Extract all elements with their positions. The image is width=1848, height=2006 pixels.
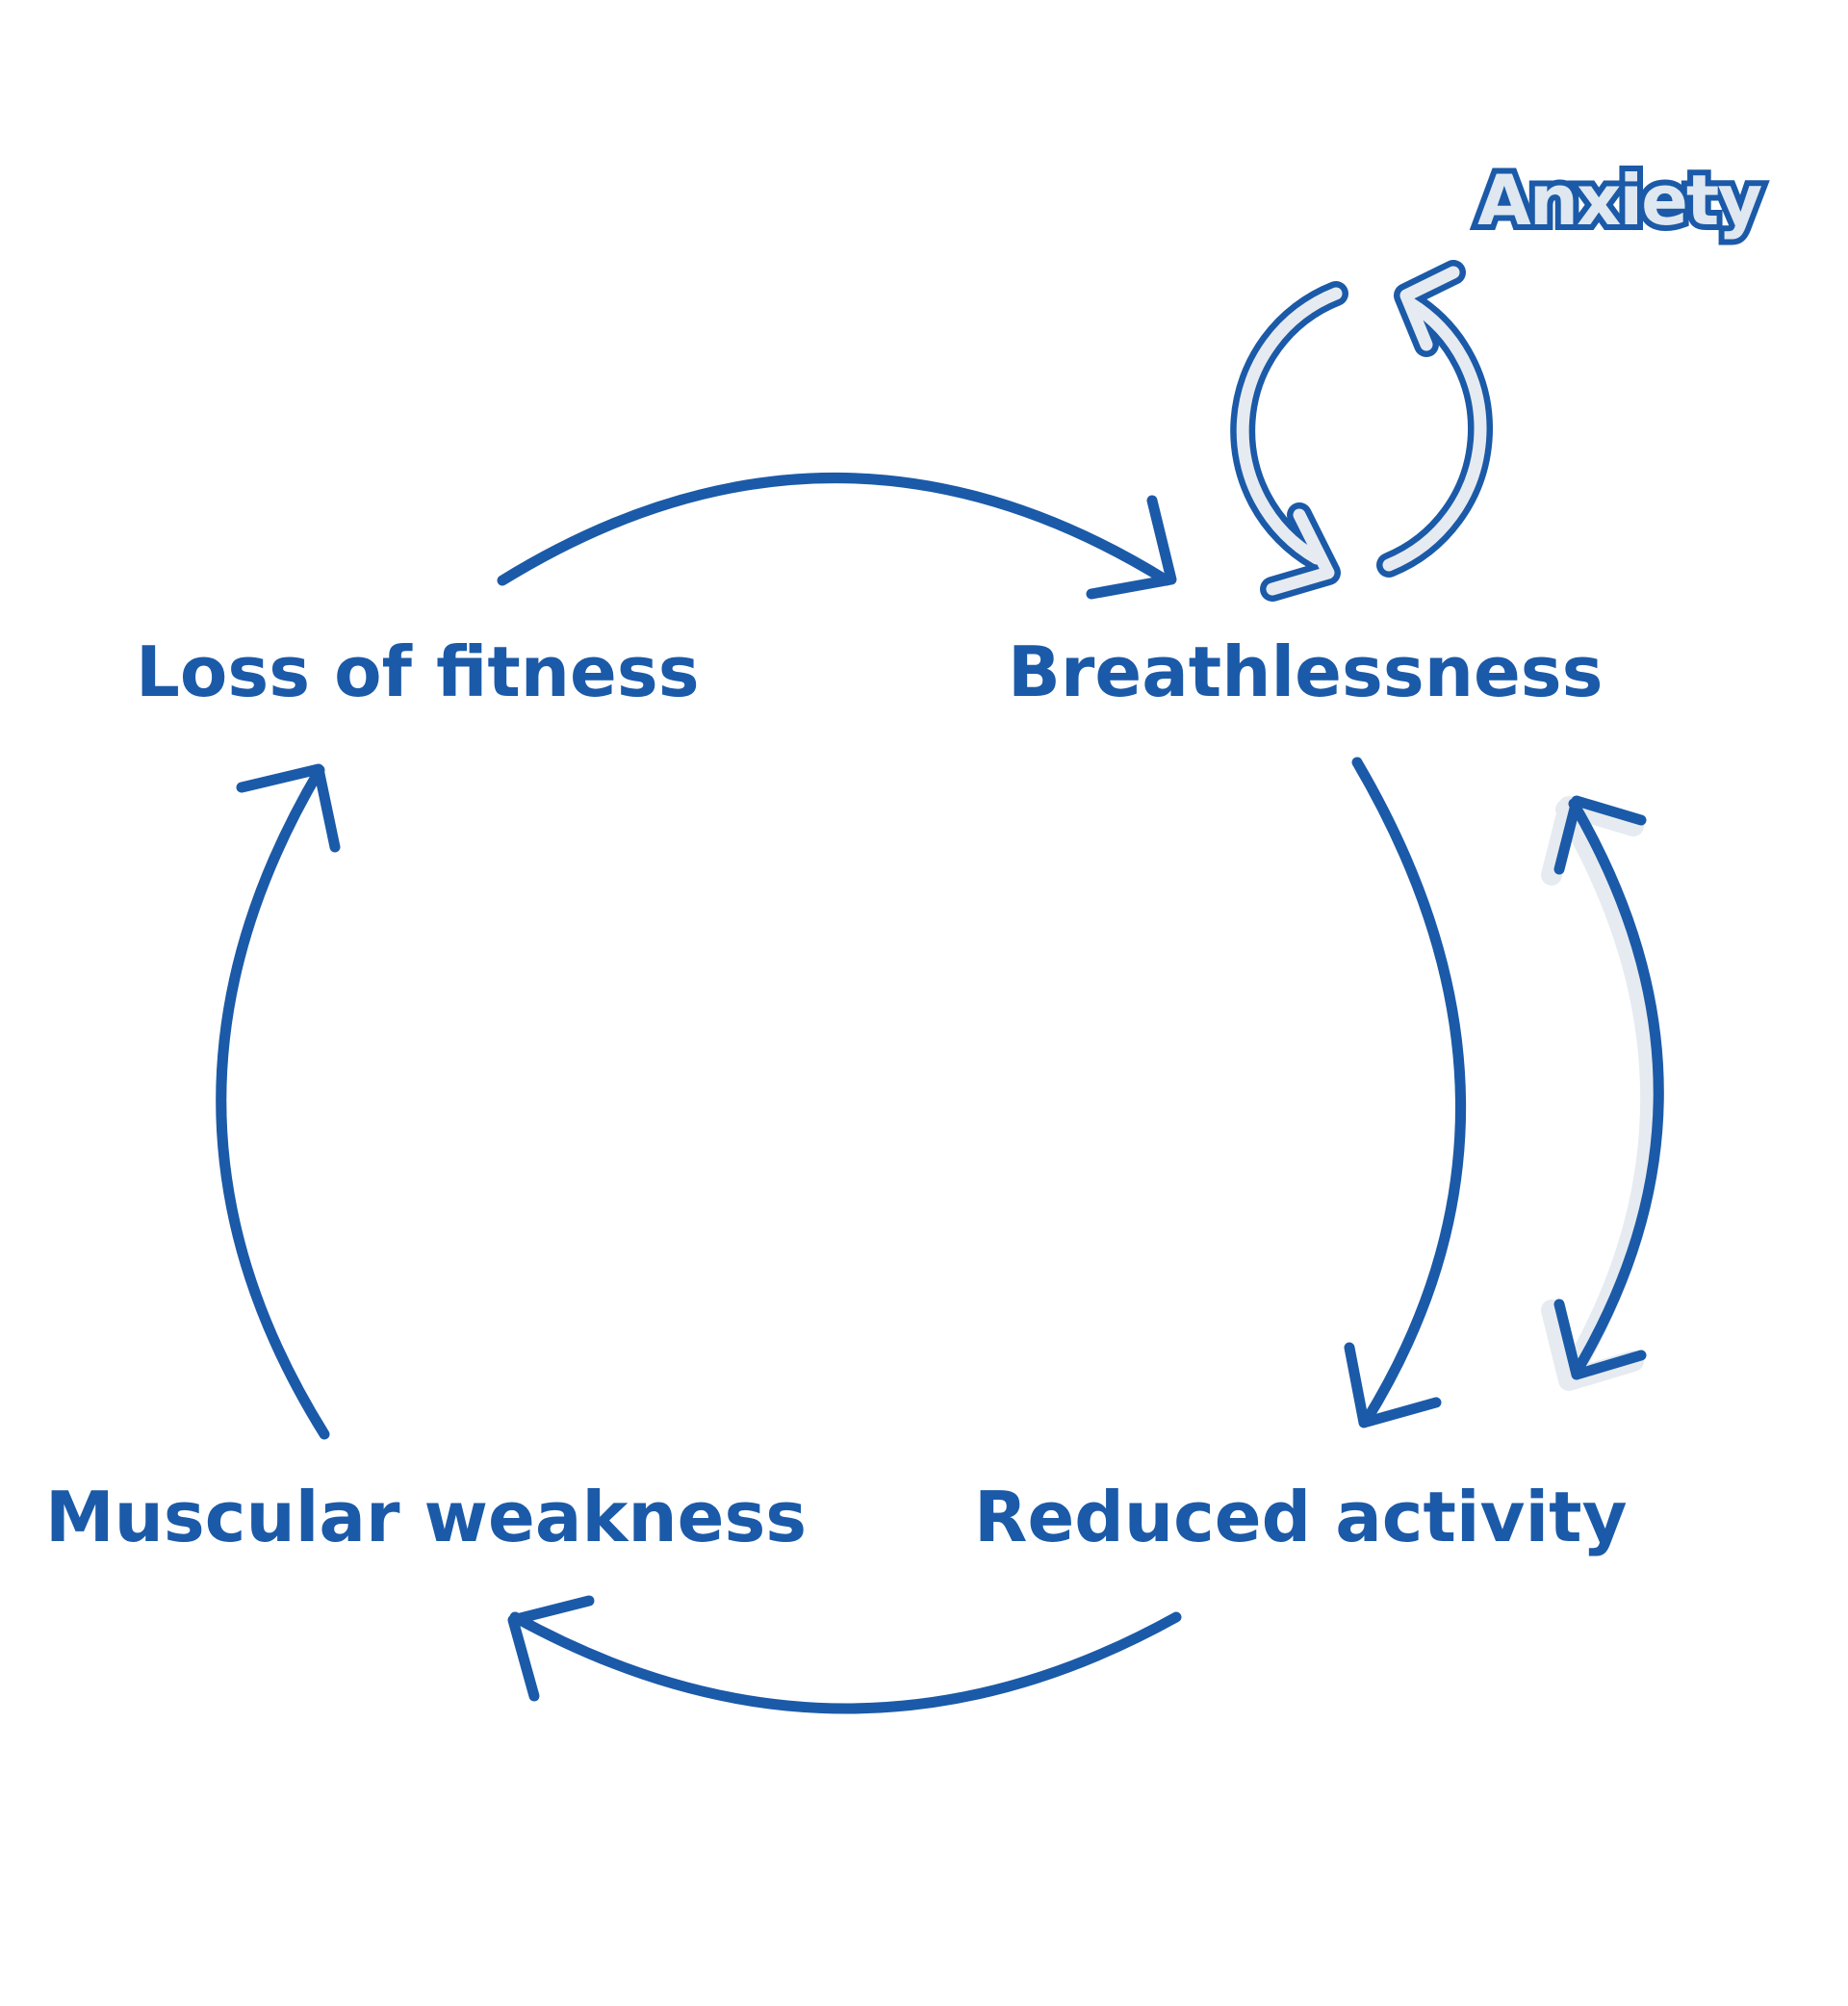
main-cycle-arrows (216, 473, 1466, 1714)
arrow-loss-to-breathlessness (497, 473, 1172, 586)
double-arrow-head-top (1553, 795, 1647, 875)
anxiety-arrowhead-bottom (1266, 508, 1335, 596)
anxiety-arrowhead-top (1399, 266, 1460, 351)
double-arrow-head-bottom (1553, 1299, 1647, 1380)
arrow-breathlessness-to-reduced-activity (1351, 757, 1466, 1426)
node-loss-of-fitness: Loss of fitness (136, 631, 700, 712)
anxiety-arrow-right (1382, 296, 1487, 572)
double-arrow-shaft (1568, 798, 1664, 1377)
node-muscular-weakness: Muscular weakness (45, 1477, 808, 1557)
double-arrow-breathlessness-reduced-activity (1541, 795, 1664, 1391)
anxiety-label: Anxiety (1472, 160, 1768, 241)
arrowhead-reduced-activity (1344, 1342, 1442, 1428)
arrow-reduced-activity-to-muscular-weakness (509, 1611, 1182, 1714)
anxiety-cycle-arrows (1230, 260, 1493, 602)
anxiety-arrow-left (1236, 287, 1343, 565)
arrowhead-loss-of-fitness (236, 763, 341, 853)
node-reduced-activity: Reduced activity (974, 1477, 1628, 1557)
arrowhead-breathlessness (1086, 495, 1177, 600)
arrow-muscular-weakness-to-loss-of-fitness (216, 764, 330, 1440)
arrowhead-muscular-weakness (507, 1595, 595, 1702)
node-breathlessness: Breathlessness (1008, 631, 1604, 712)
